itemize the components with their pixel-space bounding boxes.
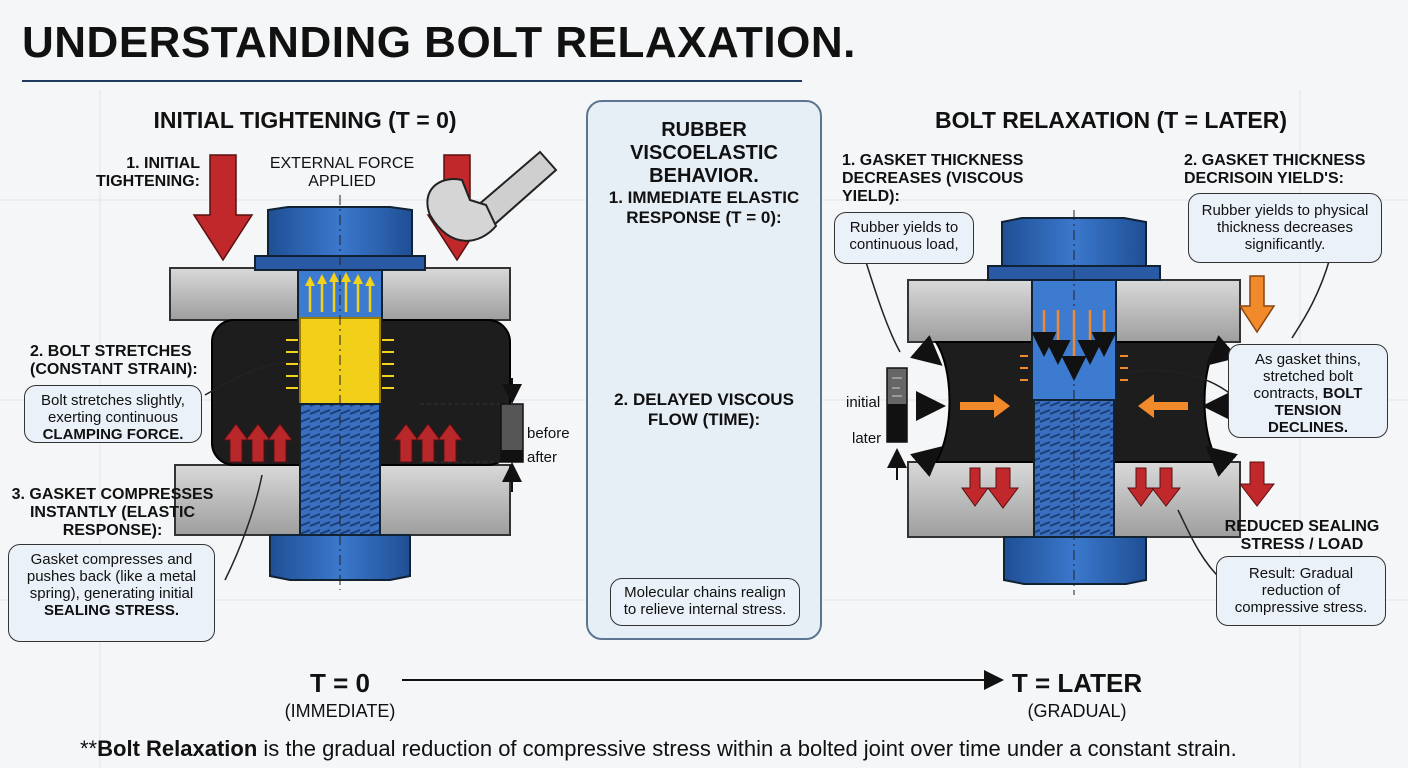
- footer-bold-term: Bolt Relaxation: [97, 736, 258, 761]
- bolt-stretches-callout-text: Bolt stretches slightly, exerting contin…: [41, 392, 185, 426]
- page-title: UNDERSTANDING BOLT RELAXATION.: [22, 18, 856, 67]
- viscous-flow-label: 2. DELAYED VISCOUS FLOW (TIME):: [614, 390, 794, 429]
- bolt-tension-callout: As gasket thins, stretched bolt contract…: [1228, 344, 1388, 438]
- physical-thickness-callout: Rubber yields to physical thickness decr…: [1188, 193, 1382, 263]
- footer-definition: **Bolt Relaxation is the gradual reducti…: [80, 736, 1237, 762]
- right-label-thickness-decreases: 1. GASKET THICKNESS DECREASES (VISCOUS Y…: [842, 152, 1024, 205]
- footer-prefix: **: [80, 736, 98, 761]
- left-label-bolt-stretches: 2. BOLT STRETCHES (CONSTANT STRAIN):: [30, 343, 198, 378]
- left-bolt-assembly: [169, 150, 558, 590]
- gradual-reduction-callout: Result: Gradual reduction of compressive…: [1216, 556, 1386, 626]
- left-gap-gauge: [420, 378, 524, 492]
- left-heading: INITIAL TIGHTENING (T = 0): [153, 107, 457, 133]
- timeline-end: T = LATER: [1011, 668, 1143, 698]
- left-label-initial-tightening: 1. INITIAL TIGHTENING:: [96, 155, 200, 190]
- right-bolt-assembly: [865, 210, 1331, 595]
- gasket-compresses-callout: Gasket compresses and pushes back (like …: [8, 544, 215, 642]
- viscoelastic-panel: [586, 100, 822, 640]
- molecular-chains-callout: Molecular chains realign to relieve inte…: [610, 578, 800, 626]
- gauge-initial-label: initial: [846, 394, 881, 411]
- wrench-icon: [426, 150, 558, 242]
- external-force-label: EXTERNAL FORCE APPLIED: [269, 155, 415, 190]
- rubber-yields-callout: Rubber yields to continuous load,: [834, 212, 974, 264]
- bolt-stretches-callout-bold: CLAMPING FORCE.: [42, 426, 184, 443]
- bolt-tension-callout-bold: BOLT TENSION DECLINES.: [1267, 385, 1363, 436]
- gauge-later-label: later: [852, 430, 882, 447]
- timeline-end-sub: (GRADUAL): [1027, 701, 1127, 721]
- right-heading: BOLT RELAXATION (T = LATER): [935, 107, 1287, 133]
- timeline-start: T = 0: [310, 668, 370, 698]
- viscoelastic-heading: RUBBER VISCOELASTIC BEHAVIOR.: [630, 119, 778, 187]
- bolt-tension-callout-text: As gasket thins, stretched bolt contract…: [1253, 351, 1361, 402]
- gauge-after-label: after: [527, 449, 558, 466]
- footer-rest: is the gradual reduction of compressive …: [257, 736, 1237, 761]
- left-label-gasket-compresses: 3. GASKET COMPRESSES INSTANTLY (ELASTIC …: [11, 486, 214, 539]
- elastic-response-label: 1. IMMEDIATE ELASTIC RESPONSE (T = 0):: [608, 188, 800, 227]
- title-underline: [22, 80, 802, 82]
- bolt-stretches-callout: Bolt stretches slightly, exerting contin…: [24, 385, 202, 443]
- right-gap-gauge: [886, 367, 908, 480]
- gasket-compresses-callout-text: Gasket compresses and pushes back (like …: [26, 551, 197, 602]
- gasket-compresses-callout-bold: SEALING STRESS.: [43, 602, 180, 619]
- reduced-sealing-stress-label: REDUCED SEALING STRESS / LOAD: [1224, 518, 1380, 553]
- gauge-before-label: before: [527, 425, 570, 442]
- right-label-thickness-decrisoin: 2. GASKET THICKNESS DECRISOIN YIELD'S:: [1184, 152, 1366, 187]
- timeline-start-sub: (IMMEDIATE): [284, 701, 396, 721]
- right-nut: [1003, 536, 1147, 585]
